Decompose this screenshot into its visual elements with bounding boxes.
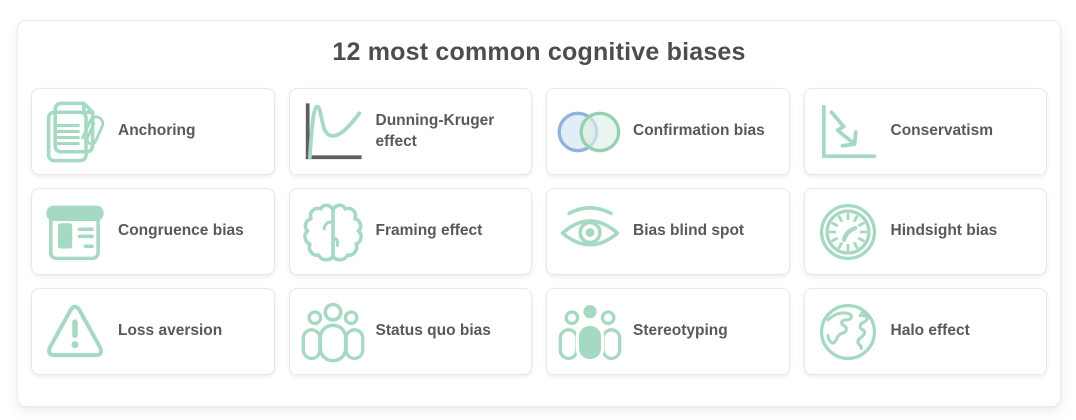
globe-icon bbox=[805, 299, 891, 365]
documents-paperclip-icon bbox=[32, 99, 118, 165]
bias-label: Bias blind spot bbox=[633, 222, 745, 240]
infographic-panel: 12 most common cognitive biases Anchorin… bbox=[17, 20, 1061, 407]
bias-card-framing: Framing effect bbox=[288, 188, 532, 275]
bias-card-anchoring: Anchoring bbox=[31, 88, 275, 175]
bias-label: Hindsight bias bbox=[890, 222, 998, 240]
people-highlight-icon bbox=[547, 299, 633, 365]
venn-diagram-icon bbox=[547, 99, 633, 165]
bias-card-loss-aversion: Loss aversion bbox=[31, 288, 275, 375]
clock-icon bbox=[805, 199, 891, 265]
bias-label: Framing effect bbox=[375, 222, 483, 240]
brain-icon bbox=[290, 199, 376, 265]
bias-card-conservatism: Conservatism bbox=[803, 88, 1047, 175]
eye-icon bbox=[547, 199, 633, 265]
page-title: 12 most common cognitive biases bbox=[332, 38, 746, 66]
bias-label: Loss aversion bbox=[118, 322, 223, 340]
bias-card-hindsight: Hindsight bias bbox=[803, 188, 1047, 275]
bias-card-dunning-kruger: Dunning-Kruger effect bbox=[288, 88, 532, 175]
bias-label: Status quo bias bbox=[375, 322, 491, 340]
bias-label: Congruence bias bbox=[118, 222, 244, 240]
warning-triangle-icon bbox=[32, 299, 118, 365]
bias-label: Confirmation bias bbox=[633, 122, 765, 140]
declining-chart-arrow-icon bbox=[805, 99, 891, 165]
bias-card-grid: Anchoring Dunning-Kruger effect Confirma… bbox=[18, 67, 1060, 375]
learning-curve-chart-icon bbox=[290, 99, 376, 165]
bias-card-confirmation: Confirmation bias bbox=[546, 88, 790, 175]
bias-card-congruence: Congruence bias bbox=[31, 188, 275, 275]
window-form-icon bbox=[32, 199, 118, 265]
bias-label: Halo effect bbox=[890, 322, 970, 340]
bias-card-blind-spot: Bias blind spot bbox=[546, 188, 790, 275]
bias-label: Anchoring bbox=[118, 122, 196, 140]
bias-label: Stereotyping bbox=[633, 322, 728, 340]
bias-card-status-quo: Status quo bias bbox=[288, 288, 532, 375]
bias-label: Conservatism bbox=[890, 122, 994, 140]
bias-label: Dunning-Kruger effect bbox=[375, 111, 495, 150]
bias-card-stereotyping: Stereotyping bbox=[546, 288, 790, 375]
people-group-icon bbox=[290, 299, 376, 365]
bias-card-halo: Halo effect bbox=[803, 288, 1047, 375]
